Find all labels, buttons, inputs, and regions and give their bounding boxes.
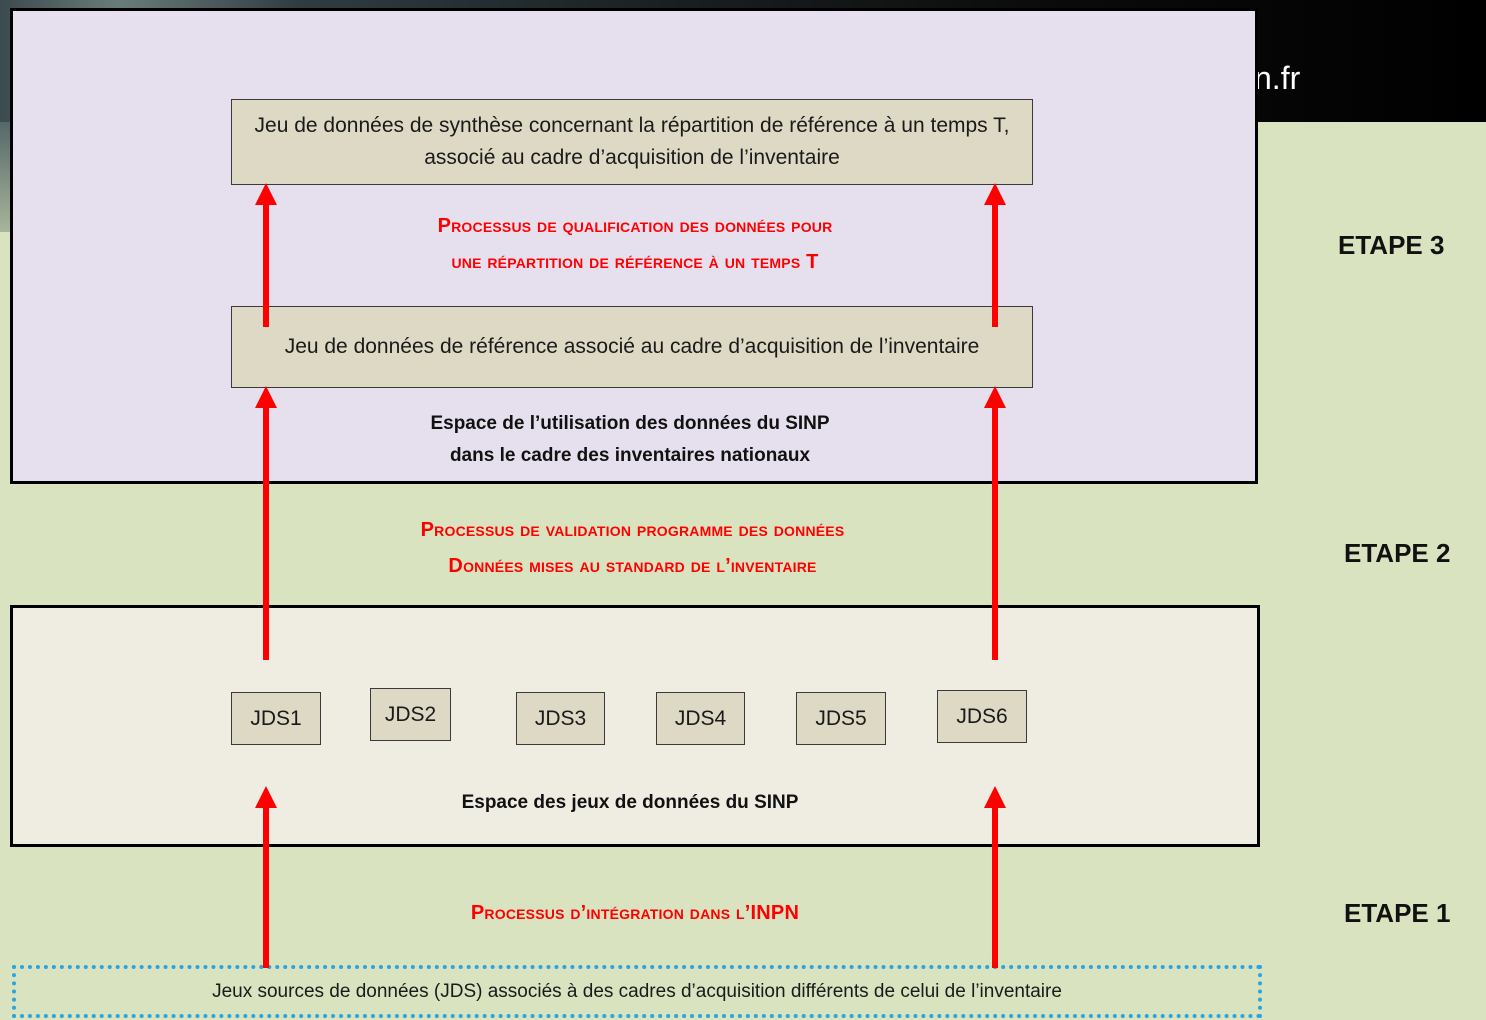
usage-space-panel bbox=[10, 8, 1258, 484]
validation-line-2: Données mises au standard de l’inventair… bbox=[448, 555, 817, 577]
jds-box: JDS6 bbox=[937, 690, 1027, 743]
datasets-space-caption: Espace des jeux de données du SINP bbox=[461, 792, 799, 813]
jds-label: JDS6 bbox=[956, 704, 1008, 728]
usage-space-caption: Espace de l’utilisation des données du S… bbox=[330, 408, 930, 472]
jds-box: JDS2 bbox=[370, 688, 451, 741]
synthesis-dataset-label: Jeu de données de synthèse concernant la… bbox=[254, 114, 1010, 169]
validation-process-label: Processus de validation programme des do… bbox=[260, 512, 1005, 584]
etape-3-label: ETAPE 3 bbox=[1338, 230, 1445, 260]
jds-label: JDS1 bbox=[250, 706, 302, 730]
jds-box: JDS5 bbox=[796, 692, 886, 745]
etape-1-label: ETAPE 1 bbox=[1344, 898, 1451, 928]
usage-caption-line-2: dans le cadre des inventaires nationaux bbox=[449, 445, 811, 466]
jds-box: JDS4 bbox=[656, 692, 745, 745]
jds-label: JDS2 bbox=[384, 702, 437, 726]
usage-caption-line-1: Espace de l’utilisation des données du S… bbox=[430, 413, 830, 434]
reference-dataset-label: Jeu de données de référence associé au c… bbox=[284, 335, 980, 358]
header-url-text: n.fr bbox=[1254, 60, 1301, 96]
qualification-line-2: une répartition de référence à un temps … bbox=[451, 251, 819, 273]
jds-box: JDS1 bbox=[231, 692, 321, 745]
reference-dataset-box: Jeu de données de référence associé au c… bbox=[231, 306, 1033, 388]
validation-line-1: Processus de validation programme des do… bbox=[420, 519, 845, 541]
jds-box: JDS3 bbox=[516, 692, 605, 745]
jds-label: JDS5 bbox=[815, 706, 867, 730]
sources-datasets-box: Jeux sources de données (JDS) associés à… bbox=[12, 965, 1262, 1018]
datasets-space-panel bbox=[10, 605, 1260, 847]
integration-process-label: Processus d’intégration dans l’INPN bbox=[470, 902, 800, 924]
sources-datasets-label: Jeux sources de données (JDS) associés à… bbox=[212, 980, 1062, 1002]
qualification-line-1: Processus de qualification des données p… bbox=[437, 215, 833, 237]
etape-2-label: ETAPE 2 bbox=[1344, 538, 1451, 568]
qualification-process-label: Processus de qualification des données p… bbox=[290, 208, 980, 280]
synthesis-dataset-box: Jeu de données de synthèse concernant la… bbox=[231, 99, 1033, 185]
jds-label: JDS3 bbox=[534, 706, 587, 730]
jds-label: JDS4 bbox=[674, 706, 727, 730]
